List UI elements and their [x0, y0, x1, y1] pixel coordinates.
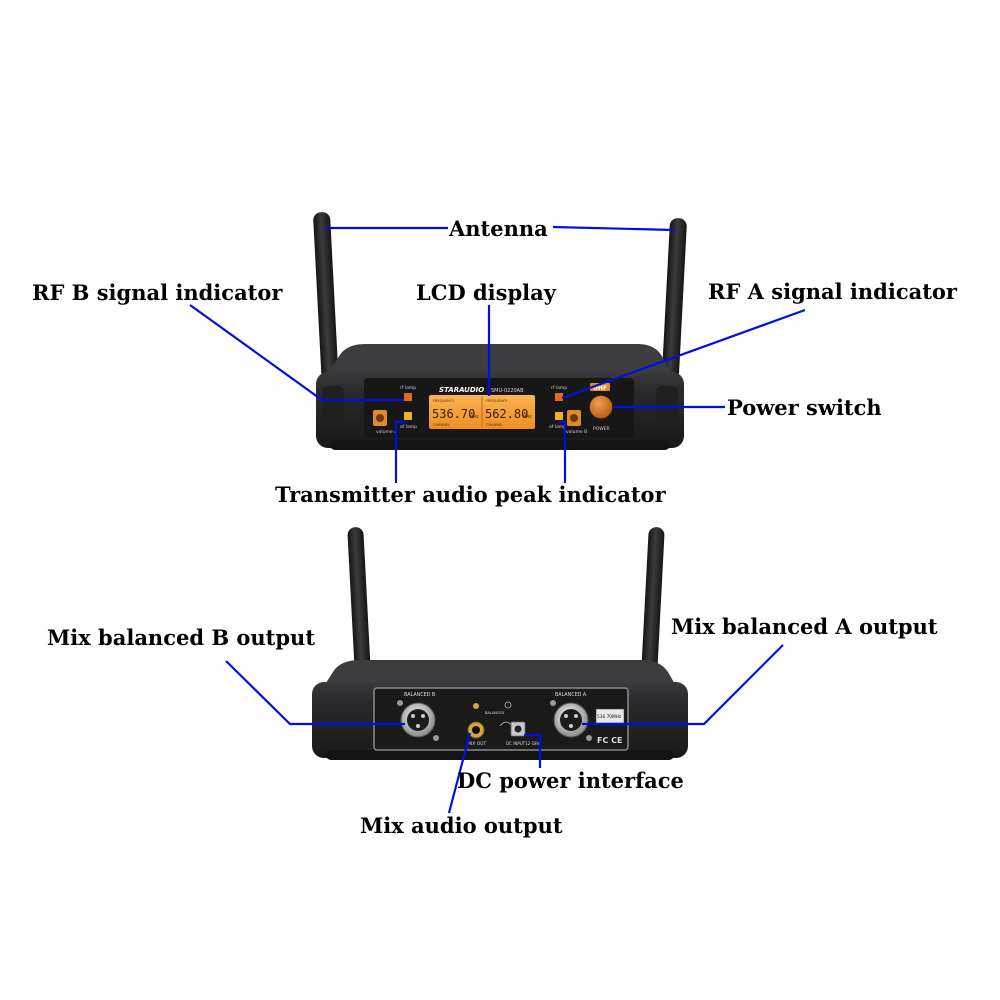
af-lamp-label-right: af lamp	[549, 424, 566, 430]
uhf-badge-label: UHF	[593, 385, 607, 392]
label-mix-balanced-b-output: Mix balanced B output	[47, 625, 316, 650]
xlr-b-pin-3	[416, 724, 420, 728]
symbol-icon	[504, 701, 512, 709]
label-mix-balanced-a-output: Mix balanced A output	[671, 614, 938, 639]
balanced-small-label: BALANCED	[485, 711, 504, 715]
model-number: SMU-0220AB	[491, 388, 524, 394]
xlr-a-pin-2	[574, 714, 578, 718]
mix-out-label: MIX OUT	[467, 741, 487, 747]
leader-peak-left	[394, 420, 408, 483]
power-knob[interactable]	[588, 394, 614, 420]
af-b-indicator	[404, 412, 412, 420]
back-body-top	[324, 660, 676, 686]
lcd-frequency-caption-left: FREQUENCY	[433, 399, 455, 403]
label-rf-b-signal-indicator: RF B signal indicator	[32, 280, 283, 305]
lcd-channel-caption-left: CHANNEL	[433, 423, 450, 427]
brand-logo: STARAUDIO	[439, 386, 484, 394]
label-transmitter-audio-peak-indicator: Transmitter audio peak indicator	[275, 482, 666, 507]
xlr-a-pin-1	[564, 714, 568, 718]
leader-mix-audio	[447, 732, 472, 814]
dc-input-label: DC INPUT12-18V	[506, 741, 540, 746]
label-power-switch: Power switch	[727, 395, 882, 420]
af-lamp-label-left: af lamp	[400, 424, 417, 430]
small-jack	[473, 703, 479, 709]
balanced-a-label: BALANCED A	[555, 692, 587, 698]
xlr-b-screw-bottom	[433, 735, 439, 741]
lcd-frequency-left: 536.70	[432, 407, 475, 421]
power-label: POWER	[593, 426, 610, 432]
leader-peak-right	[559, 420, 567, 483]
label-antenna: Antenna	[449, 216, 548, 241]
volume-knob-left-cap	[376, 414, 384, 422]
balanced-b-label: BALANCED B	[404, 692, 435, 698]
xlr-b-pin-1	[411, 714, 415, 718]
label-mix-audio-output: Mix audio output	[360, 813, 563, 838]
lcd-frequency-caption-right: FREQUENCY	[486, 399, 508, 403]
xlr-b-screw-top	[397, 700, 403, 706]
leader-lines	[189, 225, 806, 814]
dc-power-jack-hole	[514, 725, 522, 733]
rf-a-indicator	[555, 393, 563, 401]
back-body-bottom	[326, 750, 674, 760]
fc-ce-mark: FC CE	[597, 736, 622, 745]
front-receiver: volume A rf lamp af lamp STARAUDIO SMU-0…	[313, 212, 687, 450]
volume-knob-right-cap	[570, 414, 578, 422]
leader-antenna-right	[552, 225, 675, 232]
front-body-bottom	[330, 440, 670, 450]
volume-b-label: volume B	[566, 429, 587, 435]
frequency-sticker-text: 536.70MHz	[597, 714, 622, 720]
rf-b-indicator	[404, 393, 412, 401]
back-antenna-left	[347, 527, 371, 677]
xlr-a-screw-top	[550, 700, 556, 706]
leader-rf-b	[189, 304, 404, 402]
label-dc-power-interface: DC power interface	[457, 768, 684, 793]
volume-a-label: volume A	[376, 429, 398, 435]
back-receiver: BALANCED B BALANCED A BALANCED MIX OUT D…	[312, 527, 688, 760]
leader-mix-a	[582, 644, 784, 726]
leader-dc	[524, 733, 542, 768]
leader-mix-b	[225, 660, 405, 726]
front-antenna-left	[313, 212, 340, 412]
mix-out-jack-hole	[472, 726, 480, 734]
rf-lamp-label-right: rf lamp	[551, 385, 567, 391]
front-antenna-base-left	[322, 386, 344, 420]
xlr-a-screw-bottom	[586, 735, 592, 741]
leader-rf-a	[561, 308, 806, 400]
rf-lamp-label-left: rf lamp	[400, 385, 416, 391]
lcd-unit-left: MHz	[470, 414, 479, 419]
lcd-unit-right: MHz	[523, 414, 532, 419]
lcd-channel-caption-right: CHANNEL	[486, 423, 503, 427]
back-antenna-right	[641, 527, 665, 677]
label-lcd-display: LCD display	[416, 280, 556, 305]
front-body-top	[326, 344, 672, 375]
xlr-a-pin-3	[569, 724, 573, 728]
label-rf-a-signal-indicator: RF A signal indicator	[708, 279, 957, 304]
lcd-frequency-right: 562.80	[485, 407, 528, 421]
front-antenna-right	[660, 218, 687, 414]
af-a-indicator	[555, 412, 563, 420]
xlr-b-pin-2	[421, 714, 425, 718]
front-antenna-base-right	[656, 386, 678, 420]
